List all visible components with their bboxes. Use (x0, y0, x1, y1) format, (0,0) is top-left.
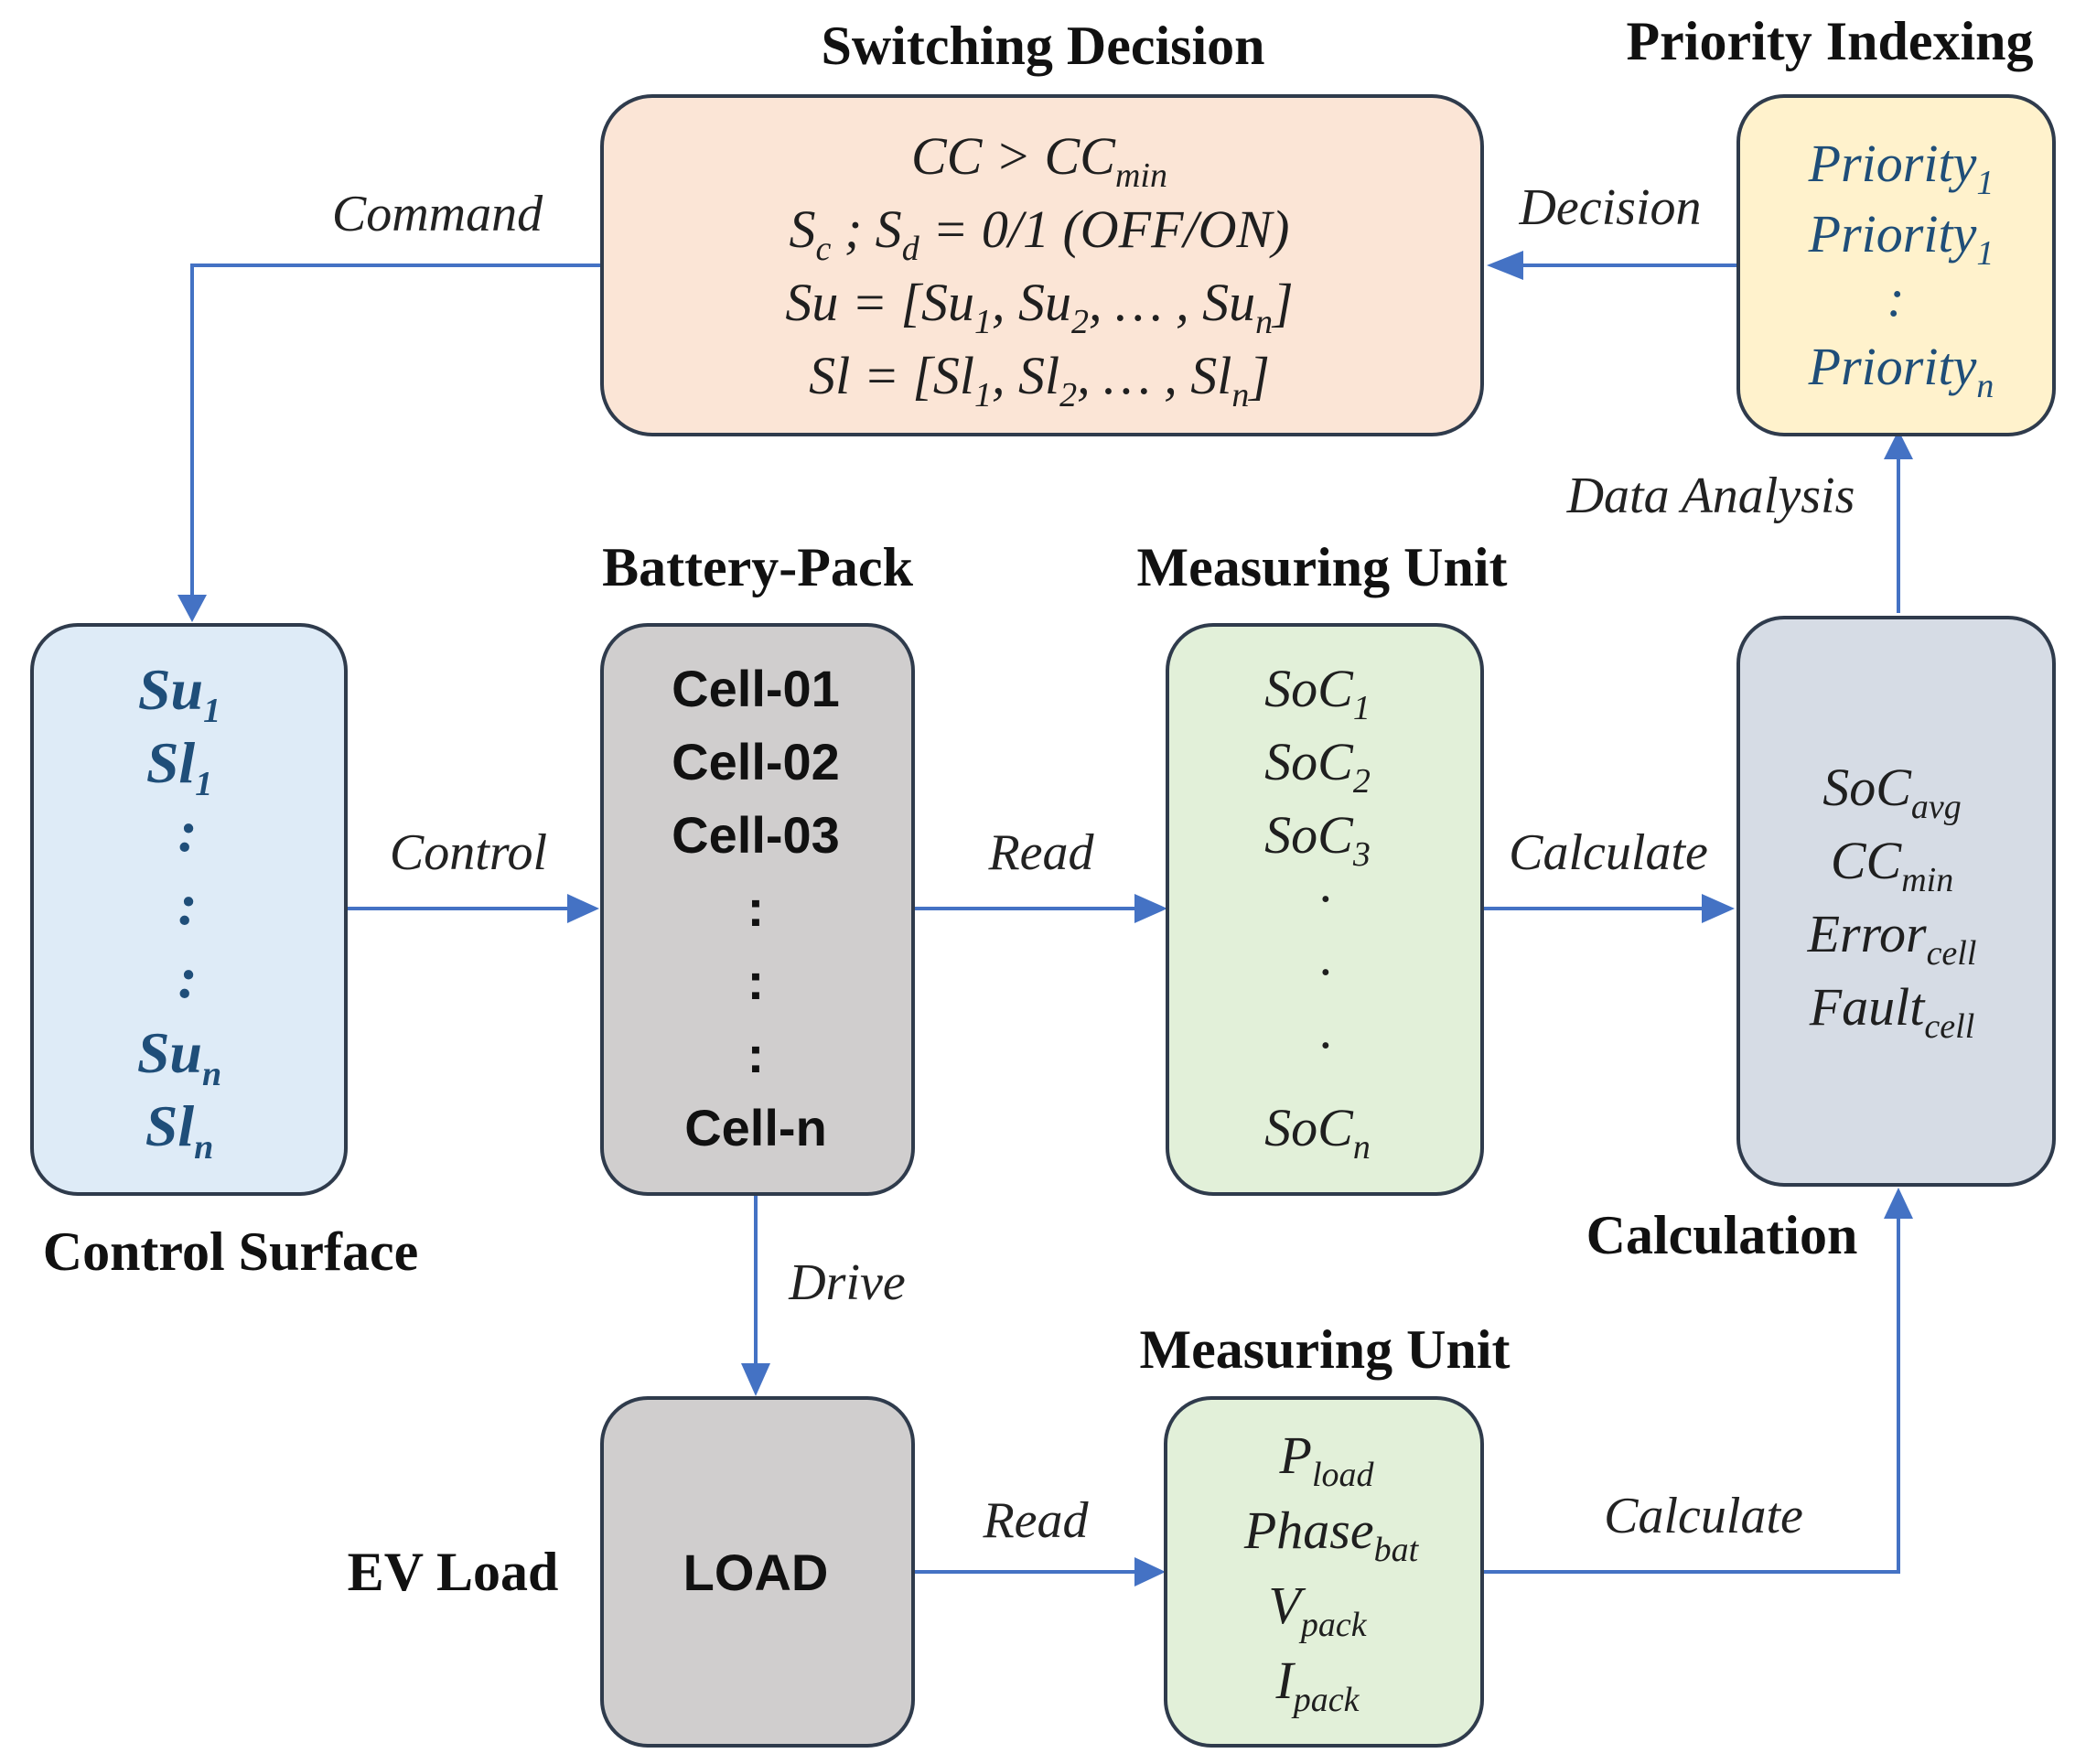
title-switching-decision: Switching Decision (821, 16, 1264, 76)
calc-item-4: Faultcell (1809, 977, 1975, 1046)
control-item-7: Sln (145, 1093, 214, 1167)
label-decision: Decision (1518, 179, 1701, 236)
control-item-4: : (177, 872, 197, 937)
soc-item-2: SoC2 (1264, 732, 1371, 801)
arrowhead-read-bottom (1134, 1557, 1166, 1587)
switching-line-1: CC > CCmin (911, 126, 1167, 195)
control-item-5: : (177, 945, 197, 1010)
control-surface-box (30, 623, 348, 1196)
calculation-box (1736, 616, 2056, 1187)
control-item-3: : (177, 799, 197, 864)
soc-dots-2: · (1318, 942, 1332, 1002)
calc-item-2: CCmin (1831, 831, 1953, 899)
title-priority-indexing: Priority Indexing (1627, 11, 2034, 71)
title-battery-pack: Battery-Pack (602, 537, 914, 597)
priority-item-2: Priority1 (1808, 204, 1994, 273)
arrowhead-drive (741, 1363, 770, 1396)
control-item-2: Sl1 (146, 730, 212, 803)
edge-command (190, 264, 602, 608)
priority-indexing-box (1736, 94, 2056, 436)
title-measuring-unit-top: Measuring Unit (1137, 537, 1508, 597)
battery-cell-3: Cell-03 (672, 806, 840, 864)
load-box (600, 1396, 915, 1748)
arrowhead-calculate-bottom (1884, 1188, 1913, 1219)
battery-cell-1: Cell-01 (672, 660, 840, 717)
battery-cell-n: Cell-n (684, 1099, 827, 1156)
arrowhead-read-top (1134, 894, 1167, 923)
title-calculation: Calculation (1586, 1205, 1858, 1265)
switching-line-4: Sl = [Sl1, Sl2, … , Sln] (809, 346, 1270, 414)
arrowhead-control (567, 894, 599, 923)
switching-decision-box (600, 94, 1484, 436)
battery-pack-box (600, 623, 915, 1196)
soc-item-1: SoC1 (1264, 659, 1371, 727)
battery-cell-2: Cell-02 (672, 733, 840, 791)
soc-item-n: SoCn (1264, 1098, 1371, 1167)
meas-bottom-item-2: Phasebat (1243, 1500, 1420, 1569)
calc-item-3: Errorcell (1807, 904, 1977, 973)
label-drive: Drive (788, 1254, 906, 1311)
battery-cell-dots-3: : (747, 1026, 765, 1083)
label-read-bottom: Read (982, 1492, 1089, 1549)
label-calculate-bottom: Calculate (1604, 1488, 1803, 1544)
measuring-unit-top-box (1166, 623, 1484, 1196)
priority-item-1: Priority1 (1808, 134, 1994, 202)
priority-item-3: : (1887, 268, 1904, 328)
arrowhead-command (177, 595, 207, 622)
arrowhead-decision (1487, 251, 1523, 280)
meas-bottom-item-3: Vpack (1268, 1576, 1367, 1644)
soc-dots-3: · (1318, 1016, 1332, 1075)
measuring-unit-bottom-box (1164, 1396, 1484, 1748)
title-control-surface: Control Surface (43, 1221, 419, 1282)
edge-calculate-bottom (1482, 1212, 1900, 1574)
label-read-top: Read (987, 824, 1094, 881)
label-control: Control (390, 824, 547, 881)
label-command: Command (332, 186, 543, 242)
soc-dots-1: · (1318, 869, 1332, 929)
title-measuring-unit-bottom: Measuring Unit (1140, 1319, 1511, 1380)
control-item-1: Su1 (138, 657, 220, 730)
switching-line-3: Su = [Su1, Su2, … , Sun] (785, 273, 1293, 341)
meas-bottom-item-1: Pload (1279, 1425, 1375, 1494)
soc-item-3: SoC3 (1264, 805, 1371, 874)
label-calculate-top: Calculate (1509, 824, 1708, 881)
switching-line-2: Sc ; Sd = 0/1 (OFF/ON) (789, 199, 1289, 268)
battery-cell-dots-2: : (747, 952, 765, 1010)
arrowhead-calculate-top (1702, 894, 1735, 923)
priority-item-4: Priorityn (1808, 337, 1994, 405)
arrowhead-data-analysis (1884, 430, 1913, 459)
title-ev-load: EV Load (348, 1542, 559, 1602)
load-label: LOAD (683, 1544, 829, 1601)
control-item-6: Sun (137, 1020, 221, 1093)
calc-item-1: SoCavg (1822, 758, 1962, 826)
label-data-analysis: Data Analysis (1566, 468, 1855, 524)
battery-cell-dots-1: : (747, 879, 765, 937)
meas-bottom-item-4: Ipack (1274, 1651, 1360, 1719)
